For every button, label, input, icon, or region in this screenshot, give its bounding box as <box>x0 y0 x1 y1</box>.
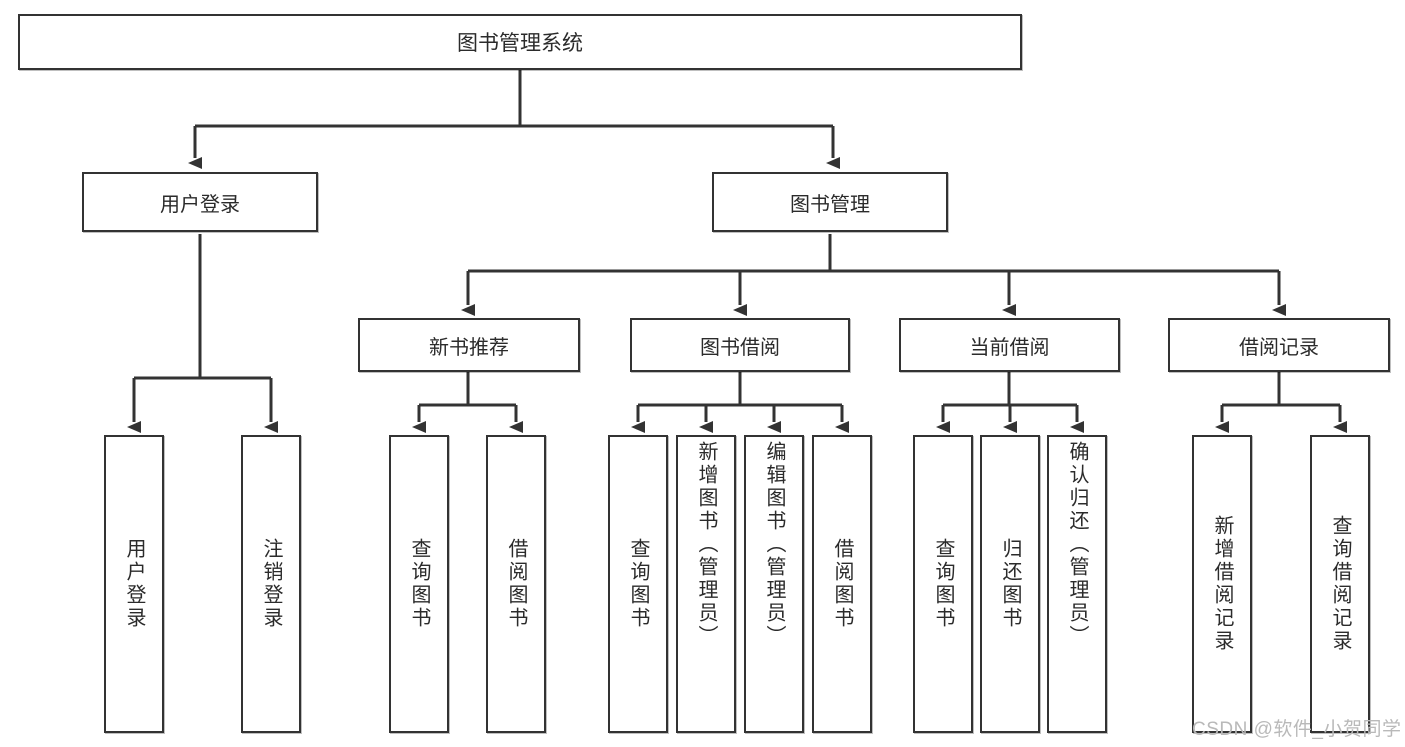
leaf-label: 查询借阅记录 <box>1329 515 1351 653</box>
leaf-label: 新增图书（管理员） <box>695 441 717 648</box>
leaf-current-borrow-query[interactable]: 查询图书 <box>913 435 973 733</box>
node-borrow-record-label: 借阅记录 <box>1239 336 1319 359</box>
leaf-label: 查询图书 <box>932 538 954 630</box>
leaf-user-login-login[interactable]: 用户登录 <box>104 435 164 733</box>
leaf-label: 新增借阅记录 <box>1211 515 1233 653</box>
csdn-watermark: CSDN @软件_小贺同学 <box>1192 719 1402 740</box>
node-new-book-recommend-label: 新书推荐 <box>429 336 509 359</box>
leaf-book-borrow-add[interactable]: 新增图书（管理员） <box>676 435 736 733</box>
leaf-label: 归还图书 <box>999 538 1021 630</box>
leaf-new-book-query[interactable]: 查询图书 <box>389 435 449 733</box>
leaf-label: 查询图书 <box>627 538 649 630</box>
node-book-manage-label: 图书管理 <box>790 193 870 216</box>
node-root-label: 图书管理系统 <box>457 32 583 55</box>
node-user-login[interactable]: 用户登录 <box>82 172 318 232</box>
leaf-label: 编辑图书（管理员） <box>763 441 785 648</box>
node-current-borrow-label: 当前借阅 <box>969 336 1050 359</box>
leaf-borrow-record-query[interactable]: 查询借阅记录 <box>1310 435 1370 733</box>
node-root[interactable]: 图书管理系统 <box>18 14 1022 70</box>
leaf-book-borrow-query[interactable]: 查询图书 <box>608 435 668 733</box>
node-borrow-record[interactable]: 借阅记录 <box>1168 318 1390 372</box>
leaf-current-borrow-return[interactable]: 归还图书 <box>980 435 1040 733</box>
node-book-manage[interactable]: 图书管理 <box>712 172 948 232</box>
leaf-label: 借阅图书 <box>831 538 853 630</box>
leaf-borrow-record-add[interactable]: 新增借阅记录 <box>1192 435 1252 733</box>
leaf-label: 借阅图书 <box>505 538 527 630</box>
node-new-book-recommend[interactable]: 新书推荐 <box>358 318 580 372</box>
leaf-book-borrow-borrow[interactable]: 借阅图书 <box>812 435 872 733</box>
node-book-borrow[interactable]: 图书借阅 <box>630 318 850 372</box>
leaf-label: 确认归还（管理员） <box>1066 441 1088 648</box>
node-book-borrow-label: 图书借阅 <box>700 336 780 359</box>
leaf-label: 用户登录 <box>123 538 145 630</box>
leaf-label: 注销登录 <box>260 538 282 630</box>
node-current-borrow[interactable]: 当前借阅 <box>899 318 1120 372</box>
leaf-label: 查询图书 <box>408 538 430 630</box>
leaf-current-borrow-confirm[interactable]: 确认归还（管理员） <box>1047 435 1107 733</box>
leaf-book-borrow-edit[interactable]: 编辑图书（管理员） <box>744 435 804 733</box>
leaf-new-book-borrow[interactable]: 借阅图书 <box>486 435 546 733</box>
node-user-login-label: 用户登录 <box>160 193 240 216</box>
leaf-user-login-logout[interactable]: 注销登录 <box>241 435 301 733</box>
